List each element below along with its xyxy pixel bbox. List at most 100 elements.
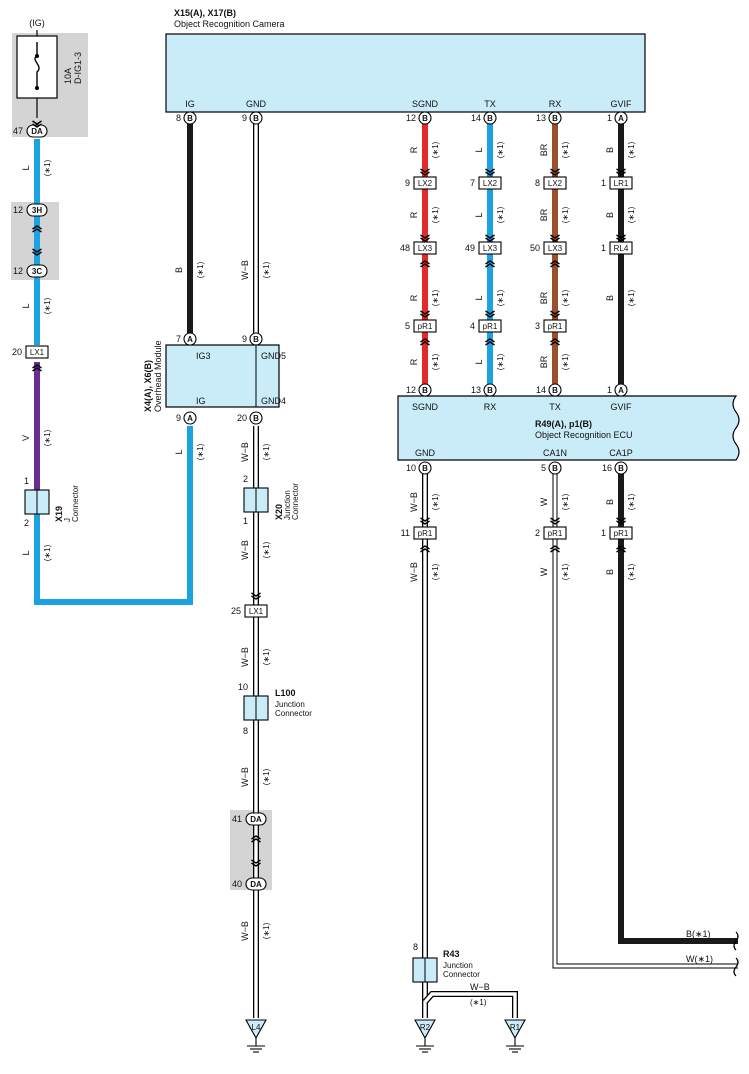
svg-text:3H: 3H [32, 206, 42, 215]
power-source-label: (IG) [29, 18, 45, 28]
wire-color-label: B [605, 212, 615, 218]
wire-ca1p [618, 474, 738, 944]
pin-number: 1 [243, 516, 248, 526]
svg-text:B: B [253, 414, 259, 423]
pin-marker: A [614, 111, 628, 125]
svg-text:B: B [253, 335, 259, 344]
ground-icon: R2 [414, 1019, 436, 1053]
svg-text:SGND: SGND [412, 402, 439, 412]
splice-connector: DA [245, 877, 267, 891]
pin-number: 12 [406, 113, 416, 123]
wire-ca1n [552, 474, 738, 969]
wire-color-label: B [174, 267, 184, 273]
wire-color-label: B [605, 295, 615, 301]
wire-color-label: W−B [240, 540, 250, 560]
note-mark: (∗1) [43, 429, 52, 446]
r43-id: R43 [443, 949, 460, 959]
ground-layer: L4 R2 R1 [245, 1019, 526, 1053]
pin-number: 50 [530, 243, 540, 253]
r43-label: Junction Connector [443, 961, 480, 979]
svg-text:R2: R2 [420, 1023, 431, 1032]
note-mark: (∗1) [627, 493, 636, 510]
pin-number: 14 [471, 113, 481, 123]
svg-text:SGND: SGND [412, 99, 439, 109]
pin-number: 8 [243, 726, 248, 736]
svg-text:LX1: LX1 [249, 607, 264, 616]
note-mark: (∗1) [561, 206, 570, 223]
pin-number: 12 [406, 385, 416, 395]
pin-number: 2 [24, 518, 29, 528]
svg-text:A: A [618, 114, 624, 123]
inline-connector: pR1 [478, 319, 502, 333]
pin-number: 20 [12, 347, 22, 357]
svg-text:pR1: pR1 [548, 322, 563, 331]
out-label-w: W(∗1) [686, 954, 713, 964]
inline-connector: LX2 [478, 176, 502, 190]
wire-color-label: W−B [240, 647, 250, 667]
camera-box [165, 33, 646, 113]
wire-color-label: W−B [240, 260, 250, 280]
wire-ig-feed [34, 139, 193, 605]
connector-layer: DA3H3CLX1LX1DADALX2LX3pR1LX2LX3pR1LX2LX3… [25, 124, 633, 891]
pin-number: 9 [242, 334, 247, 344]
pin-number: 2 [243, 474, 248, 484]
wire-color-label: BR [539, 143, 549, 156]
svg-text:RX: RX [549, 99, 562, 109]
pin-marker: B [548, 461, 562, 475]
chevron-layer [31, 120, 627, 867]
wire-color-label: V [21, 435, 31, 441]
svg-text:B: B [552, 386, 558, 395]
svg-text:DA: DA [250, 815, 262, 824]
note-mark: (∗1) [262, 541, 271, 558]
svg-text:L4: L4 [252, 1023, 261, 1032]
pin-marker: B [614, 461, 628, 475]
wire-color-label: W−B [409, 562, 419, 582]
inline-connector: LX1 [25, 345, 49, 359]
svg-text:LX2: LX2 [418, 179, 433, 188]
svg-text:B: B [552, 464, 558, 473]
svg-text:RL4: RL4 [614, 244, 629, 253]
pin-number: 16 [602, 463, 612, 473]
svg-text:LX3: LX3 [548, 244, 563, 253]
inline-connector: LX1 [244, 604, 268, 618]
note-mark: (∗1) [496, 289, 505, 306]
pin-number: 2 [535, 528, 540, 538]
inline-connector: pR1 [413, 526, 437, 540]
pin-number: 40 [232, 879, 242, 889]
svg-text:3C: 3C [32, 267, 42, 276]
svg-text:CA1N: CA1N [543, 448, 567, 458]
wire-color-label: L [21, 303, 31, 308]
pin-number: 47 [13, 126, 23, 136]
pin-marker: B [418, 461, 432, 475]
pin-marker: B [183, 111, 197, 125]
pin-marker: B [249, 411, 263, 425]
overhead-terminal-labels: IG3 GND5 IG GND4 [196, 351, 286, 406]
svg-text:B: B [253, 114, 259, 123]
ground-icon: L4 [245, 1019, 267, 1053]
x19-label: J Connector [63, 485, 80, 522]
ecu-title: R49(A), p1(B) [535, 419, 592, 429]
note-mark: (∗1) [262, 648, 271, 665]
inline-connector: LX2 [543, 176, 567, 190]
l100-id: L100 [275, 688, 296, 698]
svg-text:A: A [187, 335, 193, 344]
overhead-module-box [165, 344, 280, 408]
svg-text:B: B [422, 464, 428, 473]
note-mark: (∗1) [262, 261, 271, 278]
pin-number: 1 [601, 528, 606, 538]
pin-marker: B [548, 383, 562, 397]
svg-text:R1: R1 [510, 1023, 521, 1032]
pin-marker: B [483, 383, 497, 397]
pin-number: 1 [601, 178, 606, 188]
pin-number: 13 [471, 385, 481, 395]
svg-text:B: B [487, 114, 493, 123]
pin-number: 41 [232, 814, 242, 824]
note-mark: (∗1) [561, 353, 570, 370]
overhead-title: X4(A), X6(B) [143, 360, 153, 412]
note-mark: (∗1) [262, 768, 271, 785]
svg-text:A: A [187, 414, 193, 423]
x20-id: X20 [274, 504, 284, 520]
wire-color-label: W−B [240, 767, 250, 787]
svg-text:TX: TX [549, 402, 561, 412]
